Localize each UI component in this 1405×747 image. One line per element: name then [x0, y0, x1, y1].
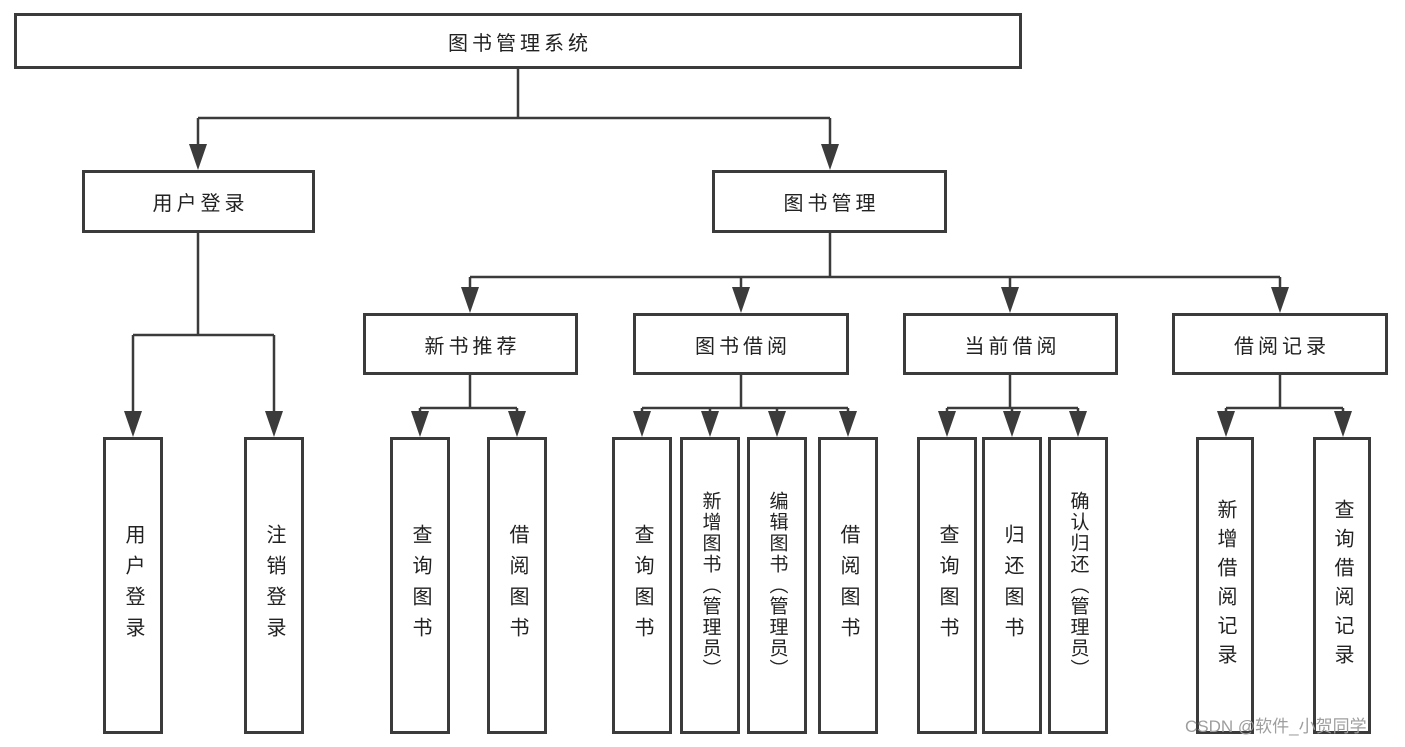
leaf-return-books: 归还图书: [982, 437, 1042, 734]
node-book-borrowing: 图书借阅: [633, 313, 849, 375]
leaf-borrow-books: 借阅图书: [818, 437, 878, 734]
leaf-query-borrow-record: 查询借阅记录: [1313, 437, 1371, 734]
leaf-query-books-current: 查询图书: [917, 437, 977, 734]
node-user-login: 用户登录: [82, 170, 315, 233]
leaf-logout: 注销登录: [244, 437, 304, 734]
leaf-user-login: 用户登录: [103, 437, 163, 734]
node-current-borrowing: 当前借阅: [903, 313, 1118, 375]
leaf-confirm-return-admin: 确认归还（管理员）: [1048, 437, 1108, 734]
leaf-query-books-recommend: 查询图书: [390, 437, 450, 734]
csdn-watermark: CSDN @软件_小贺同学: [1185, 717, 1367, 736]
leaf-query-books-borrowing: 查询图书: [612, 437, 672, 734]
leaf-add-books-admin: 新增图书（管理员）: [680, 437, 740, 734]
leaf-edit-books-admin: 编辑图书（管理员）: [747, 437, 807, 734]
node-borrowing-records: 借阅记录: [1172, 313, 1388, 375]
node-library-management-system: 图书管理系统: [14, 13, 1022, 69]
leaf-borrow-books-recommend: 借阅图书: [487, 437, 547, 734]
node-new-book-recommendation: 新书推荐: [363, 313, 578, 375]
node-book-management: 图书管理: [712, 170, 947, 233]
arrowheads: [124, 144, 1352, 437]
leaf-add-borrow-record: 新增借阅记录: [1196, 437, 1254, 734]
